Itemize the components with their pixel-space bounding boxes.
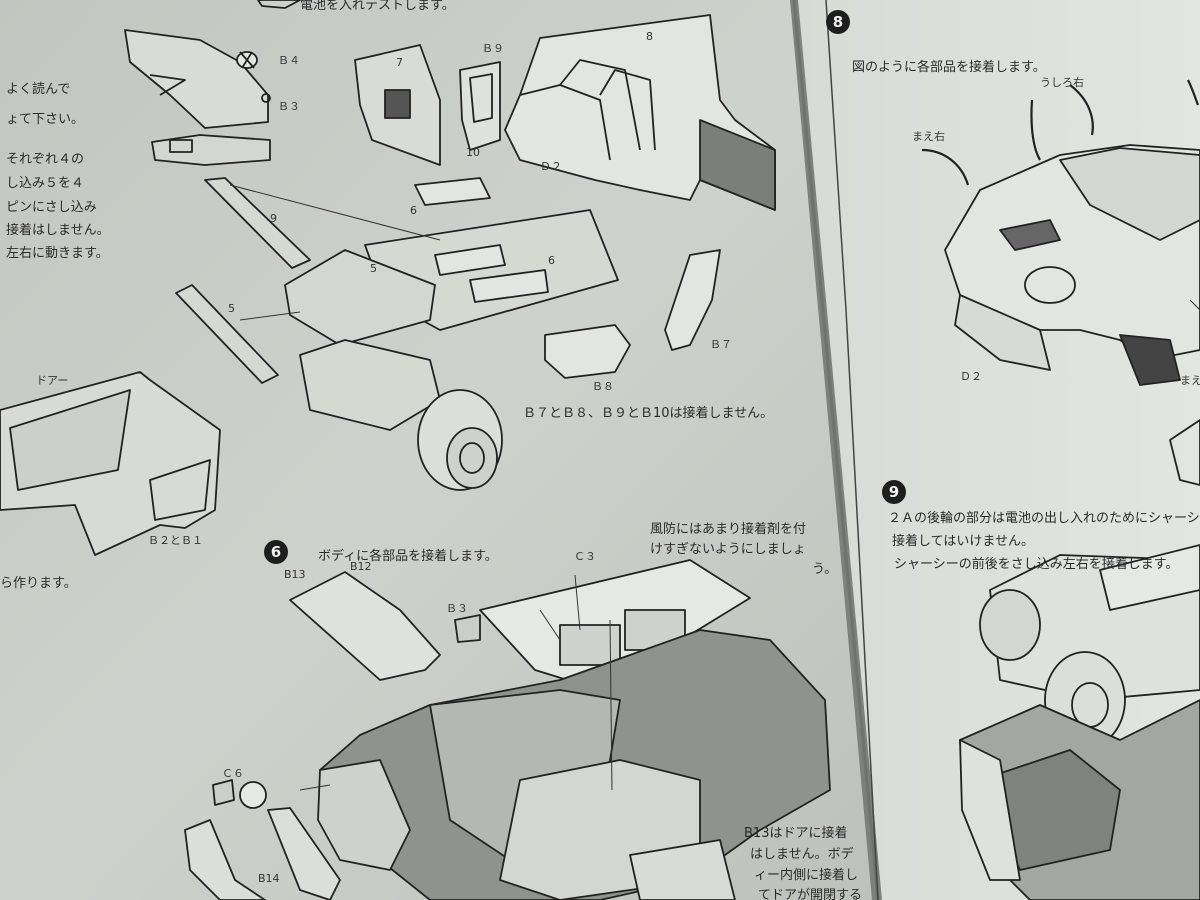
side-text-line-6: 接着はしません。	[6, 223, 110, 238]
part-label-d2: Ｄ２	[540, 160, 562, 173]
door-label: ドアー	[36, 374, 69, 387]
label-mae-migi: まえ右	[912, 130, 945, 143]
part-label-c6: Ｃ６	[222, 767, 244, 780]
side-text-line-1: よく読んで	[6, 82, 71, 97]
label-ushiro-migi: うしろ右	[1040, 76, 1084, 89]
bottom-left-text: ら作ります。	[0, 576, 77, 591]
note-b7-b8-b9-b10: Ｂ７とＢ８、Ｂ９とＢ10は接着しません。	[523, 406, 774, 421]
part-label-c3: Ｃ３	[574, 550, 596, 563]
part-label-7: 7	[396, 56, 403, 69]
part-label-d2-right: Ｄ２	[960, 370, 982, 383]
part-label-b7: Ｂ７	[710, 338, 732, 351]
part-label-6a: 6	[410, 204, 417, 217]
part-label-8: 8	[646, 30, 653, 43]
side-text-line-3: それぞれ４の	[6, 152, 85, 167]
step-9-text-line-1: ２Ａの後輪の部分は電池の出し入れのためにシャーシーに	[888, 511, 1200, 526]
right-page-frame	[825, 0, 879, 900]
side-text-line-7: 左右に動きます。	[6, 246, 109, 261]
part-label-b3: Ｂ３	[278, 100, 300, 113]
part-label-b9: Ｂ９	[482, 42, 504, 55]
step-8-title: 図のように各部品を接着します。	[852, 60, 1046, 75]
part-label-b14: B14	[258, 872, 280, 885]
part-label-b12: B12	[350, 560, 372, 573]
b13-note-line-3: ィー内側に接着し	[754, 868, 859, 883]
step-8-number: 8	[826, 10, 850, 34]
part-label-5a: 5	[370, 262, 377, 275]
part-label-5b: 5	[228, 302, 235, 315]
door-caption: Ｂ２とＢ１	[148, 534, 203, 547]
part-label-6b: 6	[548, 254, 555, 267]
label-mae-hidari: まえ左	[1180, 374, 1200, 387]
step-6-number: 6	[264, 540, 288, 564]
part-label-b13: B13	[284, 568, 306, 581]
side-text-line-5: ピンにさし込み	[6, 200, 97, 215]
windshield-note-line-2: けすぎないようにしましょ	[650, 542, 806, 557]
side-text-line-2: ょて下さい。	[6, 112, 85, 127]
part-label-b3-step6: Ｂ３	[446, 602, 468, 615]
step-9-number: 9	[882, 480, 906, 504]
b13-note-line-4: てドアが開閉する	[758, 888, 863, 900]
step-9-text-line-2: 接着してはいけません。	[892, 534, 1034, 549]
part-label-10: 10	[466, 146, 480, 159]
part-label-b8: Ｂ８	[592, 380, 614, 393]
top-instruction-line: 電池を入れテストします。	[300, 0, 455, 13]
b13-note-line-2: はしません。ボデ	[750, 847, 854, 862]
windshield-note-line-1: 風防にはあまり接着剤を付	[650, 522, 807, 537]
step-6-title: ボディに各部品を接着します。	[318, 549, 498, 564]
part-label-9: 9	[270, 212, 277, 225]
b13-note-line-1: B13はドアに接着	[744, 826, 848, 841]
part-label-b4: Ｂ４	[278, 54, 300, 67]
step-9-text-line-3: シャーシーの前後をさし込み左右を接着します。	[894, 557, 1179, 572]
side-text-line-4: し込み５を４	[6, 176, 85, 191]
windshield-note-line-3: う。	[812, 562, 838, 577]
